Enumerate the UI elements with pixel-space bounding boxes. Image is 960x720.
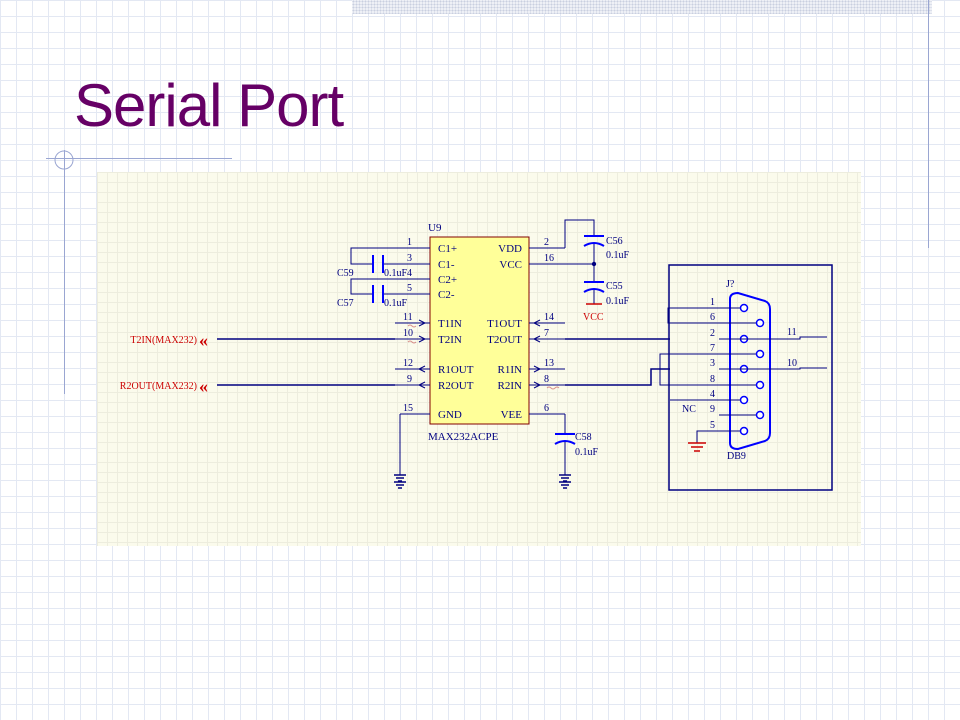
pin-number: 15 <box>403 403 413 414</box>
max232-ic-body <box>429 236 530 425</box>
connector-type: DB9 <box>727 451 746 462</box>
ground-symbol <box>393 474 407 482</box>
c56-reference: C56 <box>606 236 623 247</box>
c58-reference: C58 <box>575 432 592 443</box>
db9-pin-contact <box>755 380 765 390</box>
pin-name: R2OUT <box>438 380 474 392</box>
top-decorative-band <box>352 0 932 14</box>
ground-symbol <box>393 481 407 489</box>
pin-number: 9 <box>407 374 412 385</box>
pin-name: R1IN <box>498 364 523 376</box>
junction-dot <box>591 261 597 267</box>
c57-reference: C57 <box>337 298 354 309</box>
serial-port-schematic: U9 MAX232ACPE 1 <box>120 219 833 491</box>
c55-reference: C55 <box>606 281 623 292</box>
c56-value: 0.1uF <box>606 250 630 261</box>
c56-plate <box>583 242 605 247</box>
ground-symbol <box>558 474 572 482</box>
pin-number: 11 <box>403 312 413 323</box>
db9-pin-number: 9 <box>710 404 715 415</box>
pin-number: 3 <box>407 253 412 264</box>
db9-pin-contact <box>739 395 749 405</box>
schematic-canvas: U9 MAX232ACPE 1 <box>97 172 861 546</box>
connector-frame <box>668 264 833 491</box>
net-port-t2in: T2IN(MAX232) <box>130 335 197 346</box>
vcc-power-label: VCC <box>583 312 604 323</box>
db9-pin-contact <box>739 303 749 313</box>
db9-pin-number: 5 <box>710 420 715 431</box>
pin-name: T2IN <box>438 334 462 346</box>
pin-name: C1+ <box>438 243 457 255</box>
pin-number: 8 <box>544 374 549 385</box>
pin-number: 10 <box>403 328 413 339</box>
pin-number: 12 <box>403 358 413 369</box>
c55-value: 0.1uF <box>606 296 630 307</box>
crosshair-circle-icon <box>54 150 74 170</box>
pin-name: VDD <box>498 243 522 255</box>
db9-pin-number: 8 <box>710 374 715 385</box>
pin-number: 2 <box>544 237 549 248</box>
port-arrow-icon: « <box>199 376 208 396</box>
db9-pin-contact <box>755 349 765 359</box>
net-port-r2out: R2OUT(MAX232) <box>120 381 197 392</box>
pin-name: T2OUT <box>487 334 522 346</box>
db9-shell <box>729 291 771 451</box>
db9-pin-contact <box>739 426 749 436</box>
pin-name: C2- <box>438 289 455 301</box>
db9-pin-number: 3 <box>710 358 715 369</box>
connector-reference: J? <box>726 279 735 290</box>
c57-value: 0.1uF <box>384 298 408 309</box>
pin-number: 14 <box>544 312 554 323</box>
pin-number: 16 <box>544 253 554 264</box>
nc-label: NC <box>682 404 696 415</box>
r2in-wire <box>565 368 670 386</box>
pin-number: 6 <box>544 403 549 414</box>
pin-number: 4 <box>407 268 412 279</box>
vertical-decorative-line <box>928 0 929 248</box>
pin-name: VEE <box>501 409 523 421</box>
ic-reference: U9 <box>428 222 442 234</box>
db9-pin-number: 4 <box>710 389 715 400</box>
db9-pin-number: 2 <box>710 328 715 339</box>
pin-name: T1IN <box>438 318 462 330</box>
pin-number: 7 <box>544 328 549 339</box>
c58-value: 0.1uF <box>575 447 599 458</box>
ic-part-number: MAX232ACPE <box>428 431 499 443</box>
pin-name: C2+ <box>438 274 457 286</box>
pin-name: GND <box>438 409 462 421</box>
pin-name: C1- <box>438 259 455 271</box>
ground-symbol <box>558 481 572 489</box>
pin-name: R2IN <box>498 380 523 392</box>
connector-net-label: 11 <box>787 327 797 338</box>
slide-title: Serial Port <box>74 72 344 139</box>
pin-number: 5 <box>407 283 412 294</box>
pin-number: 13 <box>544 358 554 369</box>
db9-pin-contact <box>755 318 765 328</box>
c58-plate <box>554 440 576 445</box>
db9-pin-number: 6 <box>710 312 715 323</box>
db9-pin-contact <box>755 410 765 420</box>
pin-number: 1 <box>407 237 412 248</box>
title-underline <box>46 158 232 159</box>
c55-plate <box>583 288 605 293</box>
left-vertical-decorative-line <box>64 150 65 394</box>
pin-name: VCC <box>499 259 522 271</box>
connector-net-label: 10 <box>787 358 797 369</box>
pin-name: R1OUT <box>438 364 474 376</box>
c59-reference: C59 <box>337 268 354 279</box>
c59-value: 0.1uF <box>384 268 408 279</box>
db9-pin-number: 7 <box>710 343 715 354</box>
pin-name: T1OUT <box>487 318 522 330</box>
db9-pin-number: 1 <box>710 297 715 308</box>
port-arrow-icon: « <box>199 330 208 350</box>
